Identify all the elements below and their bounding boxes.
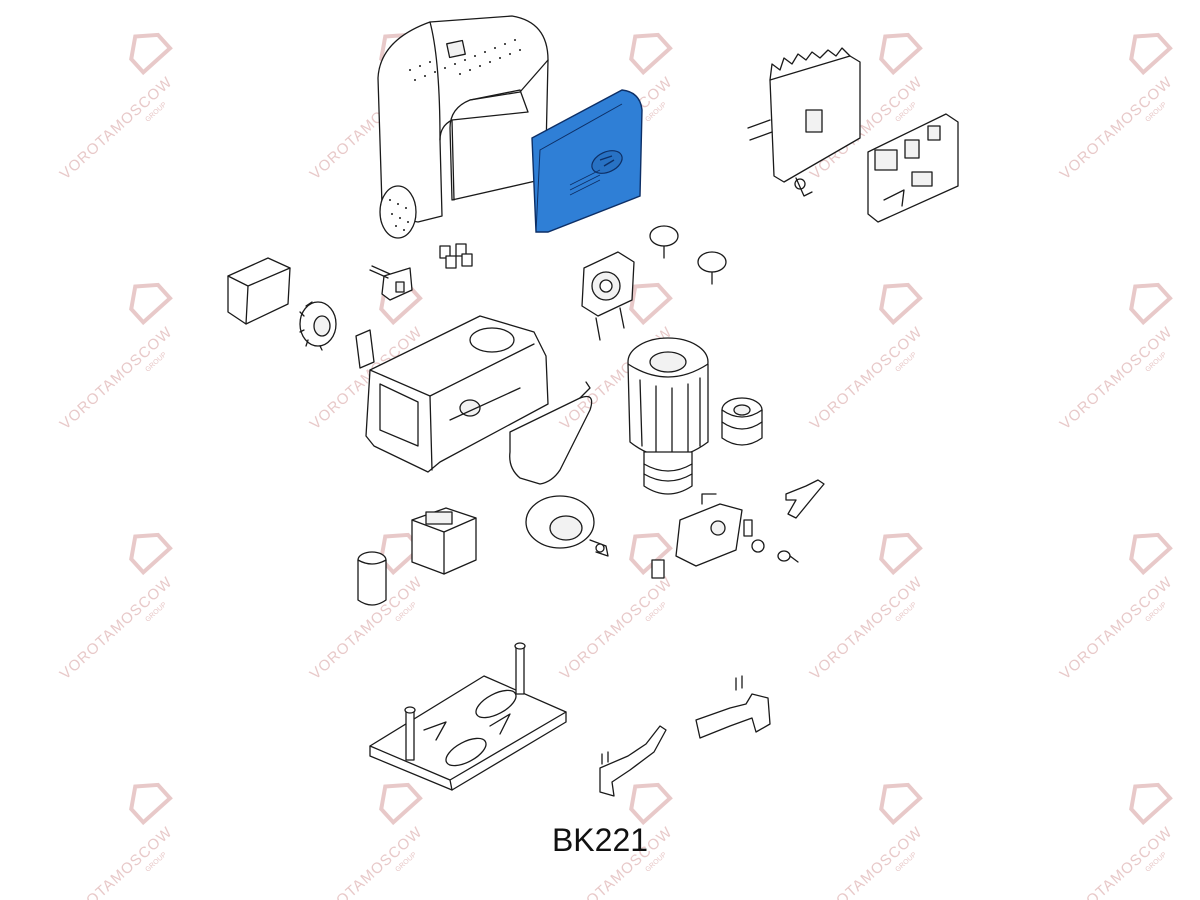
watermark-text: VOROTAMOSCOW [57, 323, 176, 433]
watermark-text: VOROTAMOSCOW [807, 323, 926, 433]
part-control-board-bracket[interactable] [747, 47, 861, 197]
watermark-text: VOROTAMOSCOW [57, 573, 176, 683]
front-panel-shape [531, 89, 643, 233]
part-fuse-holder[interactable] [651, 559, 665, 579]
watermark-logo-icon [879, 532, 923, 576]
part-bolt[interactable] [743, 519, 765, 553]
part-release-lever[interactable] [785, 479, 825, 519]
watermark-logo-icon [129, 282, 173, 326]
watermark-text: VOROTAMOSCOW [1057, 73, 1176, 183]
watermark-logo-icon [1129, 532, 1173, 576]
part-worm-pulley[interactable] [721, 397, 763, 446]
watermark-logo-icon [629, 782, 673, 826]
part-cable-clamp-bracket[interactable] [675, 493, 743, 567]
part-drive-gear[interactable] [299, 301, 337, 351]
part-limit-cam-left[interactable] [599, 725, 667, 797]
part-gearbox-housing[interactable] [365, 315, 549, 473]
part-terminal-clip[interactable] [355, 329, 375, 369]
part-sensor-left[interactable] [649, 225, 679, 259]
part-limit-cam-right[interactable] [695, 675, 771, 739]
watermark-logo-icon [1129, 32, 1173, 76]
part-control-board-pcb[interactable] [867, 113, 959, 223]
watermark-text: VOROTAMOSCOW [1057, 323, 1176, 433]
watermark-text: VOROTAMOSCOW [557, 573, 676, 683]
part-fan-housing[interactable] [581, 251, 635, 341]
part-limit-switch[interactable] [369, 265, 413, 301]
model-name-label: BK221 [551, 822, 649, 858]
part-screw[interactable] [777, 550, 799, 563]
part-side-cap[interactable] [227, 257, 291, 325]
watermark-logo-icon [629, 282, 673, 326]
watermark-logo-icon [879, 782, 923, 826]
part-foundation-plate[interactable] [369, 642, 567, 791]
watermark-logo-icon [879, 32, 923, 76]
watermark-text: VOROTAMOSCOW [57, 73, 176, 183]
watermark-text: VOROTAMOSCOW [807, 573, 926, 683]
part-capacitor[interactable] [357, 551, 387, 606]
part-front-panel-highlighted[interactable] [531, 89, 643, 233]
part-output-gear-shaft[interactable] [525, 495, 609, 557]
part-gasket[interactable] [509, 381, 593, 485]
part-sensor-right[interactable] [697, 251, 727, 285]
watermark-text: VOROTAMOSCOW [1057, 573, 1176, 683]
part-motor-cover[interactable] [377, 15, 549, 239]
watermark-logo-icon [629, 32, 673, 76]
part-connectors[interactable] [439, 243, 473, 269]
watermark-logo-icon [129, 532, 173, 576]
part-transformer[interactable] [411, 507, 477, 575]
watermark-logo-icon [629, 532, 673, 576]
part-electric-motor[interactable] [627, 337, 709, 495]
watermark-logo-icon [129, 32, 173, 76]
watermark-logo-icon [879, 282, 923, 326]
watermark-logo-icon [129, 782, 173, 826]
watermark-logo-icon [1129, 282, 1173, 326]
watermark-logo-icon [379, 782, 423, 826]
watermark-logo-icon [1129, 782, 1173, 826]
